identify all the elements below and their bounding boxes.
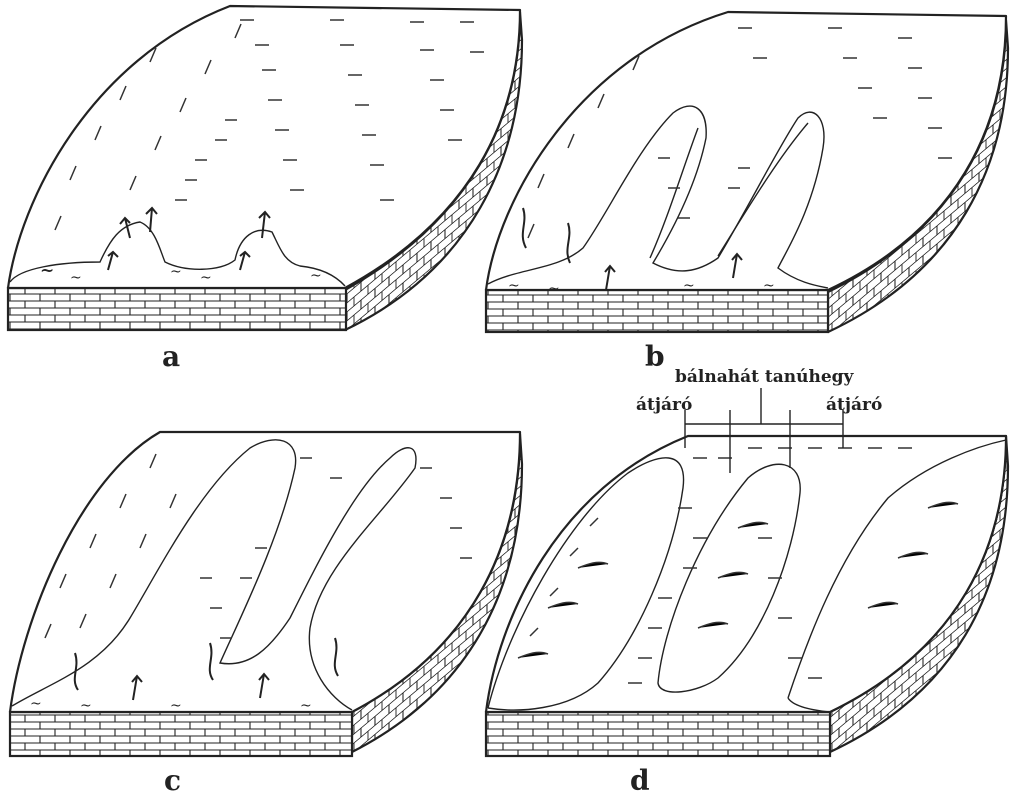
panel-a: ~ ~ ~ ~ ~ a [6,4,524,373]
svg-text:~: ~ [70,270,82,286]
svg-text:~: ~ [310,268,322,284]
top-surface [6,4,522,290]
whaleback-ridge [657,463,801,693]
flow-arrows: ~ ~ ~ ~ [30,637,339,714]
surface-dashes [54,19,484,231]
left-hill [487,457,685,711]
panel-c: ~ ~ ~ ~ c [8,430,524,796]
panel-label-d: d [630,764,650,796]
front-face [8,710,354,758]
svg-text:~: ~ [200,270,212,286]
panel-d: bálnahát tanúhegy átjáró átjáró d [484,367,1010,796]
front-face [484,288,830,334]
dimension-lines [684,388,844,473]
annotation-pass-right: átjáró [826,395,882,415]
flow-arrows: ~ ~ ~ ~ [508,207,775,297]
front-face [6,286,348,332]
front-face [484,710,832,758]
panel-label-c: c [164,764,181,796]
panel-a-block [6,4,524,332]
svg-text:~: ~ [683,278,695,294]
surface-dashes [517,447,959,684]
surface-dashes [527,27,952,239]
panel-b: ~ ~ ~ ~ b [484,10,1010,373]
svg-text:~: ~ [300,698,312,714]
top-surface [8,430,522,714]
svg-text:~: ~ [170,264,182,280]
right-hill [787,439,1007,713]
panel-label-b: b [645,340,665,373]
ridge-outline [649,122,809,259]
flow-arrows: ~ ~ ~ ~ ~ [40,206,322,286]
erosion-front [487,105,829,289]
panel-d-block [484,434,1010,758]
svg-text:~: ~ [80,698,92,714]
svg-text:~: ~ [170,698,182,714]
annotation-ridge: bálnahát tanúhegy [675,367,855,387]
top-surface [484,10,1008,292]
erosion-front [9,221,346,287]
panel-label-a: a [162,340,180,373]
erosion-front [11,439,417,711]
surface-dashes [44,453,472,639]
svg-text:~: ~ [30,696,42,712]
svg-text:~: ~ [548,281,560,297]
svg-text:~: ~ [763,278,775,294]
panel-c-block [8,430,524,758]
svg-text:~: ~ [508,278,520,294]
panel-b-block [484,10,1010,334]
annotation-pass-left: átjáró [636,395,692,415]
svg-text:~: ~ [40,261,54,281]
